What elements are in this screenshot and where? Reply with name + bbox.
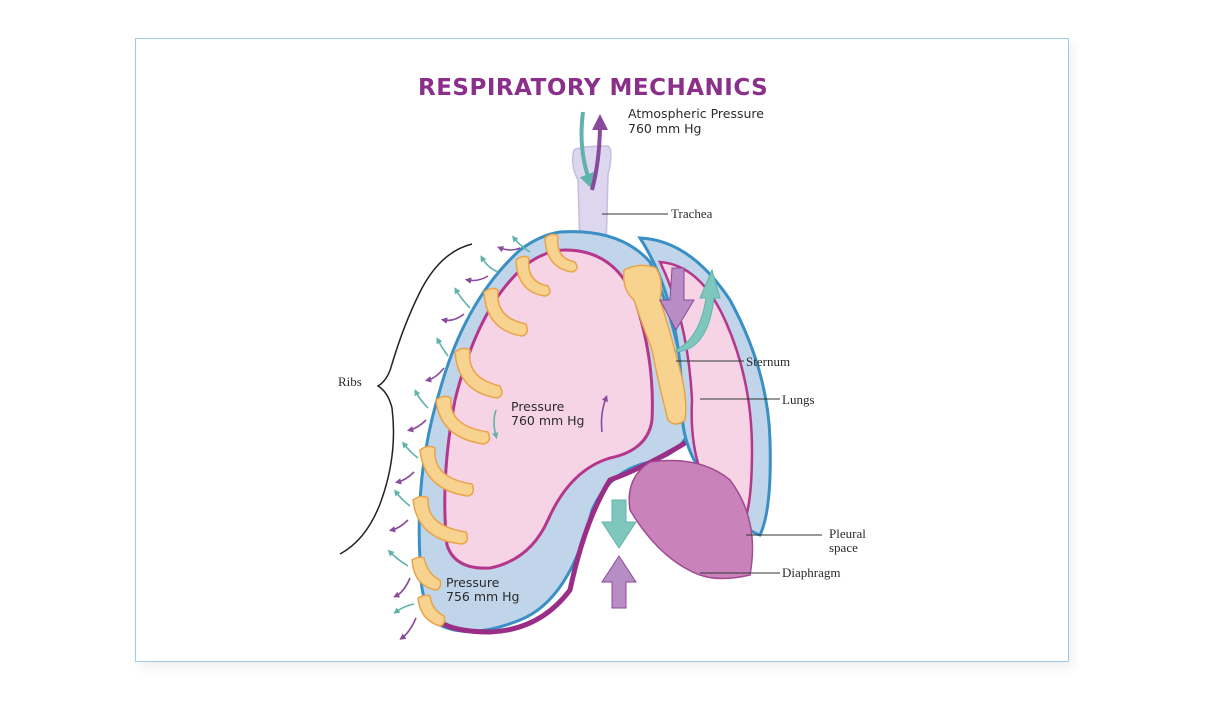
rib (483, 287, 529, 337)
rib (412, 495, 469, 545)
rib (419, 445, 475, 497)
diaphragm-movement-arrows (601, 499, 637, 609)
ribs (411, 233, 578, 627)
airflow-arrows-trachea (579, 111, 608, 191)
ribs-label: Ribs (338, 374, 362, 389)
intrapulmonary-pressure-label: Pressure (511, 399, 565, 414)
intrapleural-pressure-label: Pressure (446, 575, 500, 590)
ribs-brace (339, 243, 473, 555)
left-lung (443, 248, 654, 570)
rib-movement-arrows (387, 235, 531, 640)
sternum-movement-arrows (659, 267, 721, 353)
atmospheric-pressure-label: Atmospheric Pressure (628, 106, 764, 121)
intrapulmonary-arrows (492, 395, 608, 440)
rib (544, 233, 578, 273)
sternum-label: Sternum (746, 354, 790, 369)
rib (435, 395, 491, 445)
intrapleural-pressure-value: 756 mm Hg (446, 589, 520, 604)
diagram-title: RESPIRATORY MECHANICS (418, 75, 768, 101)
pleural-space-label-line2: space (829, 540, 858, 555)
sternum (622, 264, 687, 425)
trachea-label: Trachea (671, 206, 713, 221)
diaphragm-label: Diaphragm (782, 565, 840, 580)
rib (417, 594, 446, 627)
lungs-label: Lungs (782, 392, 815, 407)
rib (454, 347, 503, 399)
pleural-space-label-line1: Pleural (829, 526, 866, 541)
rib (515, 255, 551, 297)
left-lung-group (417, 230, 692, 635)
diaphragm (628, 459, 754, 580)
atmospheric-pressure-value: 760 mm Hg (628, 121, 702, 136)
leader-lines (602, 213, 822, 574)
intrapulmonary-pressure-value: 760 mm Hg (511, 413, 585, 428)
rib (411, 556, 442, 591)
diaphragm-edge-left (438, 437, 692, 635)
